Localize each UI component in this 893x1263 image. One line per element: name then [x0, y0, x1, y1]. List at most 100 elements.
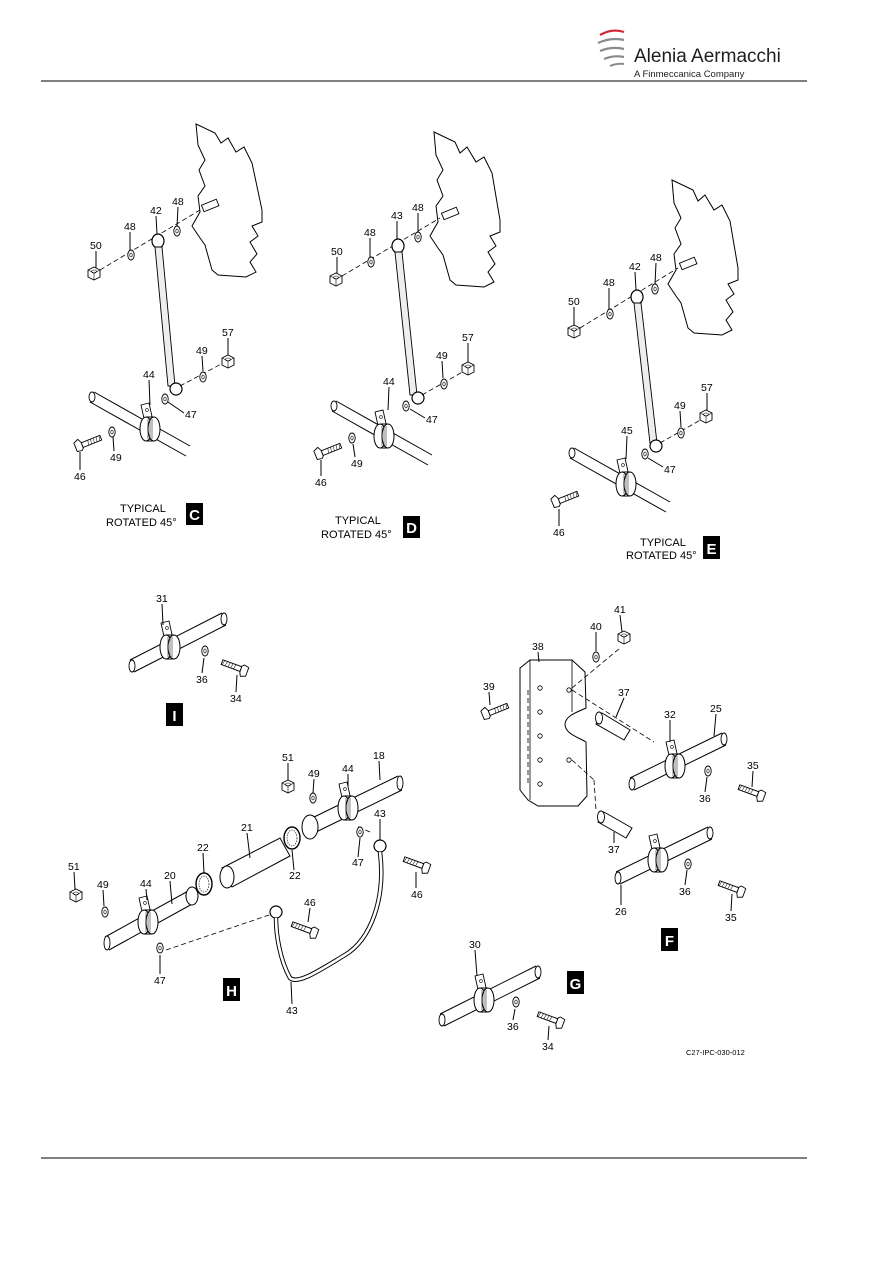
view-letter: D	[406, 520, 417, 537]
callout-label: 49	[110, 452, 122, 464]
nut-icon	[69, 888, 83, 903]
view-caption-line2: ROTATED 45°	[106, 517, 177, 529]
washer-icon	[101, 906, 109, 918]
callout-label: 48	[364, 227, 376, 239]
callout-label: 18	[373, 750, 385, 762]
washer-icon	[199, 371, 207, 383]
washer-icon	[367, 256, 375, 268]
callout-label: 41	[614, 604, 626, 616]
callout-label: 49	[97, 879, 109, 891]
washer-icon	[641, 448, 649, 460]
view-letter-box	[403, 516, 420, 538]
mounting-bracket	[519, 659, 588, 807]
view-h: 51 49 44 18 21 43 22 47 46 51 49 44 20 2…	[68, 750, 432, 1017]
nut-icon	[699, 409, 713, 424]
clamp-icon	[615, 457, 637, 497]
callout-label: 49	[308, 768, 320, 780]
stud	[678, 256, 698, 271]
view-i: 31 36 34 I	[128, 593, 250, 726]
callout-label: 57	[222, 327, 234, 339]
callout-label: 49	[674, 400, 686, 412]
washer-icon	[348, 432, 356, 444]
washer-icon	[440, 378, 448, 390]
clamp-icon	[647, 833, 669, 873]
view-letter-box	[661, 928, 678, 951]
washer-icon	[512, 996, 520, 1008]
washer-icon	[201, 645, 209, 657]
washer-icon	[108, 426, 116, 438]
callout-label: 48	[124, 221, 136, 233]
view-letter: C	[189, 507, 200, 524]
callout-label: 36	[507, 1021, 519, 1033]
callout-label: 40	[590, 621, 602, 633]
panel-plate	[191, 123, 263, 278]
clamp-icon	[337, 781, 359, 821]
brand-name: Alenia Aermacchi	[634, 46, 781, 67]
callout-label: 47	[664, 464, 676, 476]
panel-plate	[429, 131, 501, 288]
view-letter: I	[172, 708, 176, 725]
view-letter-box	[567, 971, 584, 994]
nut-icon	[461, 361, 475, 376]
callout-label: 36	[699, 793, 711, 805]
callout-label: 50	[331, 246, 343, 258]
tube	[89, 391, 191, 457]
callout-label: 48	[650, 252, 662, 264]
clamp-icon	[137, 895, 159, 935]
nut-icon	[221, 354, 235, 369]
callout-label: 47	[352, 857, 364, 869]
bolt-icon	[535, 1009, 566, 1031]
callout-label: 49	[351, 458, 363, 470]
nut-icon	[617, 630, 631, 645]
bolt-icon	[479, 698, 511, 721]
clamp-icon	[373, 409, 395, 449]
callout-label: 49	[196, 345, 208, 357]
header-logo: Alenia Aermacchi A Finmeccanica Company	[597, 29, 781, 80]
view-letter: G	[570, 976, 582, 993]
callout-label: 39	[483, 681, 495, 693]
washer-icon	[651, 283, 659, 295]
view-caption-line2: ROTATED 45°	[321, 529, 392, 541]
nut-icon	[87, 266, 101, 281]
callout-label: 50	[568, 296, 580, 308]
washer-icon	[606, 308, 614, 320]
callout-label: 22	[197, 842, 209, 854]
callout-label: 44	[383, 376, 395, 388]
callout-label: 22	[289, 870, 301, 882]
callout-label: 46	[304, 897, 316, 909]
alenia-swoosh-logo	[597, 29, 625, 67]
clamp-icon	[159, 620, 181, 660]
callout-label: 47	[185, 409, 197, 421]
washer-icon	[161, 393, 169, 405]
callout-label: 46	[315, 477, 327, 489]
hose-clamp	[195, 872, 213, 896]
callout-label: 36	[679, 886, 691, 898]
washer-icon	[127, 249, 135, 261]
bolt-icon	[736, 782, 767, 804]
bonding-strap	[154, 246, 176, 387]
callout-label: 48	[172, 196, 184, 208]
bonding-strap	[633, 302, 658, 444]
callout-label: 25	[710, 703, 722, 715]
clamp-icon	[664, 739, 686, 779]
view-d: 50 48 43 48 57 49 44 47 46 49 TYPICAL RO…	[312, 131, 501, 541]
view-g: 30 36 34 G	[438, 939, 584, 1053]
view-letter: E	[706, 541, 716, 558]
callout-label: 46	[553, 527, 565, 539]
callout-label: 26	[615, 906, 627, 918]
clamp-icon	[139, 402, 161, 442]
callout-label: 34	[542, 1041, 554, 1053]
view-letter: F	[665, 933, 674, 950]
view-caption-line2: ROTATED 45°	[626, 550, 697, 562]
callout-label: 48	[603, 277, 615, 289]
view-caption-line1: TYPICAL	[640, 537, 686, 549]
callout-label: 38	[532, 641, 544, 653]
nut-icon	[281, 779, 295, 794]
callout-label: 57	[462, 332, 474, 344]
callout-label: 30	[469, 939, 481, 951]
callout-label: 50	[90, 240, 102, 252]
callout-label: 45	[621, 425, 633, 437]
callout-label: 37	[608, 844, 620, 856]
panel-plate	[667, 179, 739, 336]
